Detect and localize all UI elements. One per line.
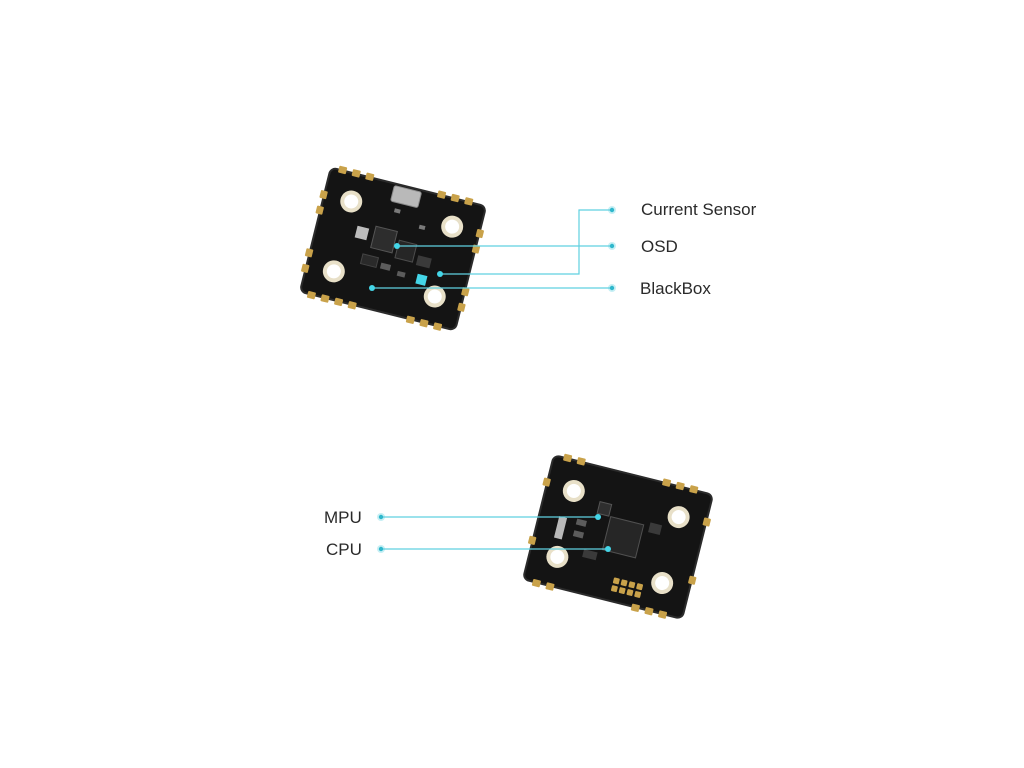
blackbox-label: BlackBox (640, 279, 711, 298)
top-leader-dots (369, 206, 616, 292)
top-flight-controller-board (300, 165, 486, 331)
usb-connector (390, 185, 422, 208)
bottom-leader-lines (381, 516, 608, 550)
cpu-label: CPU (326, 540, 362, 559)
bottom-board-components (553, 500, 663, 561)
osd-label: OSD (641, 237, 678, 256)
top-board-edge-pads (301, 165, 484, 331)
bottom-board-edge-pads (527, 453, 711, 619)
top-board-components (354, 208, 432, 286)
mpu-chip (596, 500, 613, 517)
top-board-mounting-holes (322, 190, 464, 308)
bottom-board-mounting-holes (546, 479, 690, 595)
bottom-leader-dots (377, 513, 611, 553)
current-sensor-leader (440, 209, 612, 275)
bottom-flight-controller-board (523, 453, 713, 619)
current-sensor-label: Current Sensor (641, 200, 757, 219)
top-leader-lines (372, 209, 612, 289)
mpu-label: MPU (324, 508, 362, 527)
cpu-chip (601, 516, 645, 559)
